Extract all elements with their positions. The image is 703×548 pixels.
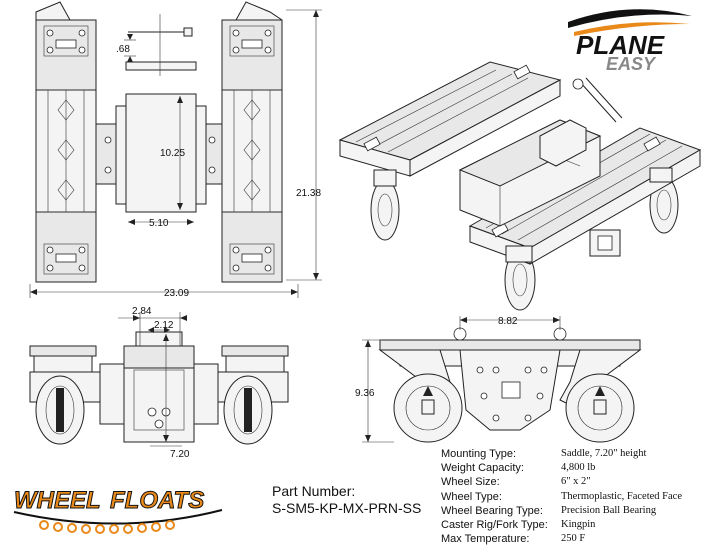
part-number-block: Part Number: S-SM5-KP-MX-PRN-SS <box>272 483 421 517</box>
spec-row-wheel-size: Wheel Size:6" x 2" <box>441 476 591 489</box>
dim-front-inner: 2.12 <box>154 320 174 331</box>
dim-front-height: 7.20 <box>170 449 190 460</box>
spec-row-mounting: Mounting Type:Saddle, 7.20" height <box>441 448 647 460</box>
spec-row-wheel-type: Wheel Type:Thermoplastic, Faceted Face <box>441 490 682 503</box>
side-view: 8.82 9.36 <box>355 316 642 443</box>
part-number-value: S-SM5-KP-MX-PRN-SS <box>272 500 422 516</box>
dim-front-outer: 2.84 <box>132 306 152 317</box>
plane-easy-line1: PLANE <box>576 30 665 60</box>
wheel-floats-word1: WHEEL <box>14 487 101 514</box>
spec-row-temperature: Max Temperature:250 F <box>441 533 586 546</box>
isometric-view <box>338 61 702 311</box>
wheel-floats-logo: WHEEL FLOATS <box>14 487 223 534</box>
top-view-saddle <box>95 93 223 213</box>
dim-side-width: 8.82 <box>498 316 518 327</box>
part-number-label: Part Number: <box>272 483 356 499</box>
dim-axle-dia: .68 <box>116 44 130 55</box>
top-view-axle-pin <box>124 14 197 76</box>
dim-total-height: 21.38 <box>296 188 321 199</box>
dim-side-height: 9.36 <box>355 388 375 399</box>
dim-saddle-length: 10.25 <box>160 148 185 159</box>
spec-row-bearing: Wheel Bearing Type:Precision Ball Bearin… <box>441 504 657 517</box>
plane-easy-logo: PLANE EASY <box>568 9 692 74</box>
wheel-row-icon <box>39 520 175 534</box>
plane-easy-line2: EASY <box>606 54 657 74</box>
wheel-floats-word2: FLOATS <box>110 487 204 514</box>
front-view: 2.84 2.12 7.20 <box>29 306 289 460</box>
top-view: .68 10.25 5.10 21.38 23.09 <box>29 1 322 299</box>
dim-total-width: 23.09 <box>164 288 189 299</box>
spec-row-capacity: Weight Capacity:4,800 lb <box>441 462 596 475</box>
top-view-left-caster <box>35 1 97 283</box>
spec-row-rig: Caster Rig/Fork Type:Kingpin <box>441 519 596 532</box>
top-view-right-caster <box>221 1 283 283</box>
dim-saddle-width: 5.10 <box>149 218 169 229</box>
spec-table: Mounting Type:Saddle, 7.20" height Weigh… <box>441 447 682 546</box>
